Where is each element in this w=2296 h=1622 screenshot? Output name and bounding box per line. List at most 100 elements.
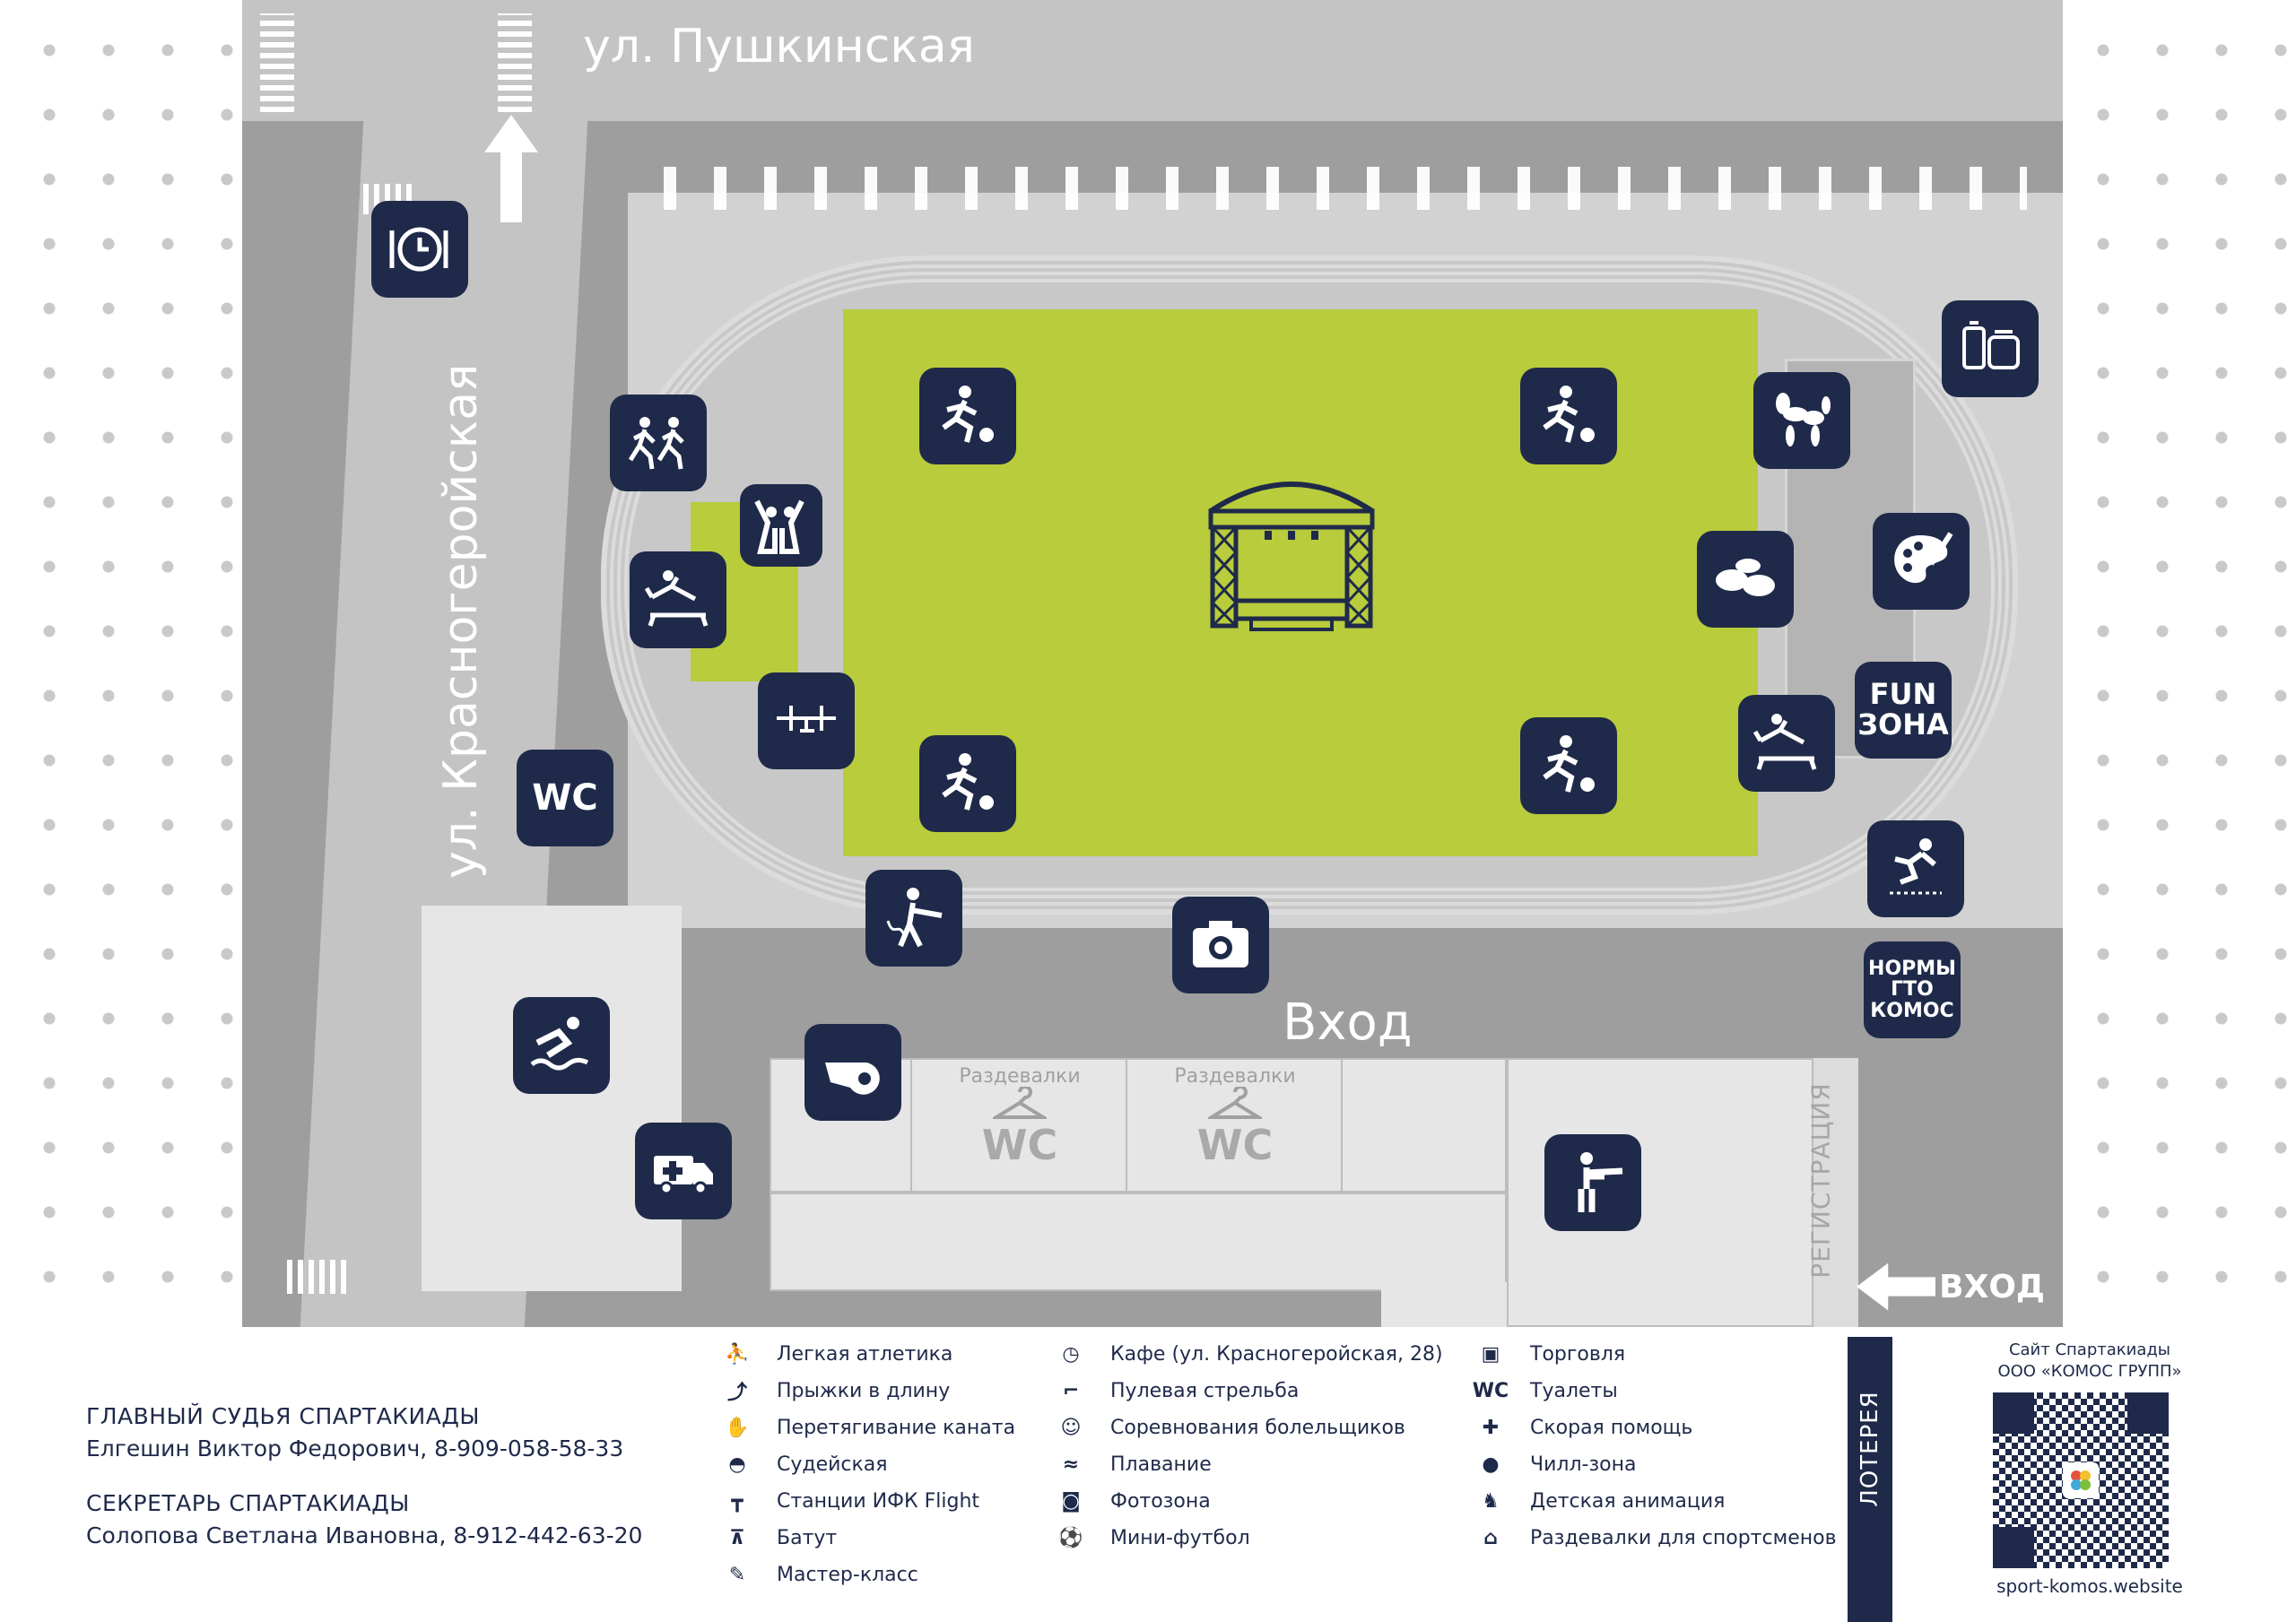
pin-football-br[interactable] bbox=[1520, 717, 1617, 814]
palette-icon bbox=[1894, 532, 1953, 584]
legend-item: ⌂Раздевалки для спортсменов bbox=[1471, 1524, 1836, 1551]
legend-label: Перетягивание каната bbox=[777, 1416, 1016, 1439]
pin-football-bl[interactable] bbox=[919, 735, 1016, 832]
pushkinskaya-label: ул. Пушкинская bbox=[583, 20, 975, 74]
pin-swimming[interactable] bbox=[513, 997, 610, 1094]
legend-label: Фотозона bbox=[1110, 1489, 1211, 1513]
pin-tug-of-war[interactable] bbox=[865, 870, 962, 967]
fans-cheering-icon bbox=[754, 499, 804, 554]
cafe-clock-icon: ◷ bbox=[1062, 1342, 1080, 1366]
ambulance-icon bbox=[654, 1156, 713, 1195]
pin-shooting[interactable] bbox=[1544, 1134, 1641, 1231]
shooter-icon: ⌐ bbox=[1062, 1379, 1080, 1402]
bottom-wall bbox=[1381, 1282, 1507, 1327]
legend-item: ◓Судейская bbox=[718, 1451, 887, 1478]
pin-trampoline-left[interactable] bbox=[630, 551, 726, 648]
qr-code[interactable] bbox=[1993, 1392, 2169, 1568]
pin-judges[interactable] bbox=[804, 1024, 901, 1121]
legend-label: Кафе (ул. Красногеройская, 28) bbox=[1110, 1342, 1443, 1366]
pin-trade[interactable] bbox=[1942, 300, 2039, 397]
legend-label: Пулевая стрельба bbox=[1110, 1379, 1300, 1402]
arrow-left-icon bbox=[1857, 1262, 1936, 1311]
fence-posts bbox=[664, 167, 2027, 210]
long-jump-icon bbox=[1890, 838, 1942, 895]
pin-trampoline-right[interactable] bbox=[1738, 695, 1835, 792]
beanbags-icon: ● bbox=[1482, 1453, 1500, 1476]
legend-item: ♞Детская анимация bbox=[1471, 1488, 1725, 1514]
shooter-icon bbox=[1578, 1152, 1623, 1212]
runners-icon bbox=[628, 417, 684, 470]
wc-room-label-1: WC bbox=[981, 1121, 1058, 1169]
tug-of-war-icon: ✋ bbox=[725, 1416, 750, 1439]
pin-animation[interactable] bbox=[1753, 372, 1850, 469]
hanger-icon: ⌂ bbox=[1483, 1526, 1498, 1549]
fans-cheering-icon: ☺ bbox=[1060, 1416, 1082, 1439]
site-url[interactable]: sport-komos.website bbox=[1996, 1575, 2183, 1597]
pin-football-tr[interactable] bbox=[1520, 368, 1617, 464]
pushkinskaya-street bbox=[242, 0, 2063, 121]
whistle-icon bbox=[825, 1063, 880, 1095]
venue-map: ул. Пушкинская ул. Красногеройская Разде… bbox=[242, 0, 2063, 1327]
wc-room-label-2: WC bbox=[1196, 1121, 1274, 1169]
long-jump-icon: ⤴ bbox=[726, 1382, 747, 1404]
legend-item: ✚ Скорая помощь bbox=[1471, 1414, 1693, 1441]
pin-wc[interactable]: WC bbox=[517, 750, 613, 846]
pin-photo[interactable] bbox=[1172, 897, 1269, 993]
balloon-dog-icon: ♞ bbox=[1482, 1489, 1500, 1513]
runners-icon: ⛹ bbox=[725, 1342, 750, 1366]
palette-icon: ✎ bbox=[728, 1563, 746, 1586]
balloon-dog-icon bbox=[1776, 393, 1831, 447]
legend-item: ┳Станции ИФК Flight bbox=[718, 1488, 979, 1514]
secretary-title: СЕКРЕТАРЬ СПАРТАКИАДЫ bbox=[86, 1490, 410, 1516]
football-player-icon bbox=[942, 753, 994, 811]
cafe-clock-icon bbox=[389, 227, 448, 272]
arrow-up-icon bbox=[484, 115, 538, 222]
legend-item: WC Туалеты bbox=[1471, 1377, 1618, 1404]
fun-zone-label-1: FUN bbox=[1869, 677, 1937, 712]
wc-icon: WC bbox=[1472, 1379, 1509, 1402]
judge-contact: Елгешин Виктор Федорович, 8-909-058-58-3… bbox=[86, 1436, 624, 1462]
fun-zone-label-2: ЗОНА bbox=[1857, 707, 1949, 742]
whistle-icon: ◓ bbox=[728, 1453, 746, 1476]
pin-athletics[interactable] bbox=[610, 395, 707, 491]
ambulance-icon: ✚ bbox=[1482, 1416, 1500, 1439]
pin-football-tl[interactable] bbox=[919, 368, 1016, 464]
legend-label: Скорая помощь bbox=[1530, 1416, 1693, 1439]
camera-icon bbox=[1193, 921, 1248, 967]
lottery-label: ЛОТЕРЕЯ bbox=[1857, 1391, 1883, 1507]
hanger-icon bbox=[993, 1087, 1047, 1119]
changing-block-divider-1 bbox=[910, 1058, 912, 1193]
legend-item: ⤴Прыжки в длину bbox=[718, 1377, 950, 1405]
legend-label: Туалеты bbox=[1530, 1379, 1618, 1402]
legend-item: ⊼Батут bbox=[718, 1524, 837, 1551]
changing-room-label-2: Раздевалки bbox=[1174, 1065, 1296, 1088]
legend-label: Мини-футбол bbox=[1110, 1526, 1250, 1549]
site-title: Сайт Спартакиады bbox=[2008, 1340, 2171, 1359]
pin-ifk-flight[interactable] bbox=[758, 672, 855, 769]
legend-label: Торговля bbox=[1530, 1342, 1626, 1366]
legend-item: ☺Соревнования болельщиков bbox=[1051, 1414, 1405, 1441]
crosswalk-top-center bbox=[498, 13, 532, 112]
wc-pin-label: WC bbox=[532, 777, 598, 819]
secretary-contact: Солопова Светлана Ивановна, 8-912-442-63… bbox=[86, 1522, 643, 1548]
legend-label: Чилл-зона bbox=[1530, 1453, 1637, 1476]
registration-desk bbox=[1812, 1058, 1858, 1327]
hanger-icon bbox=[1208, 1087, 1262, 1119]
side-entrance[interactable]: ВХОД bbox=[1857, 1260, 2045, 1314]
komos-logo bbox=[2063, 1462, 2099, 1498]
pin-cafe[interactable] bbox=[371, 201, 468, 298]
pin-chill[interactable] bbox=[1697, 531, 1794, 628]
pin-master-class[interactable] bbox=[1873, 513, 1970, 610]
football-player-icon bbox=[1543, 735, 1595, 793]
legend-label: Мастер-класс bbox=[777, 1563, 918, 1586]
ifk-flight-station-icon: ┳ bbox=[731, 1489, 744, 1513]
pin-fans[interactable] bbox=[740, 484, 822, 567]
legend-item: ✋ Перетягивание каната bbox=[718, 1414, 1015, 1441]
pin-long-jump[interactable] bbox=[1867, 820, 1964, 917]
swimmer-icon: ≈ bbox=[1062, 1453, 1080, 1476]
ifk-flight-station-icon bbox=[777, 706, 836, 733]
pin-ambulance[interactable] bbox=[635, 1123, 732, 1219]
changing-block-divider-2 bbox=[1126, 1058, 1127, 1193]
